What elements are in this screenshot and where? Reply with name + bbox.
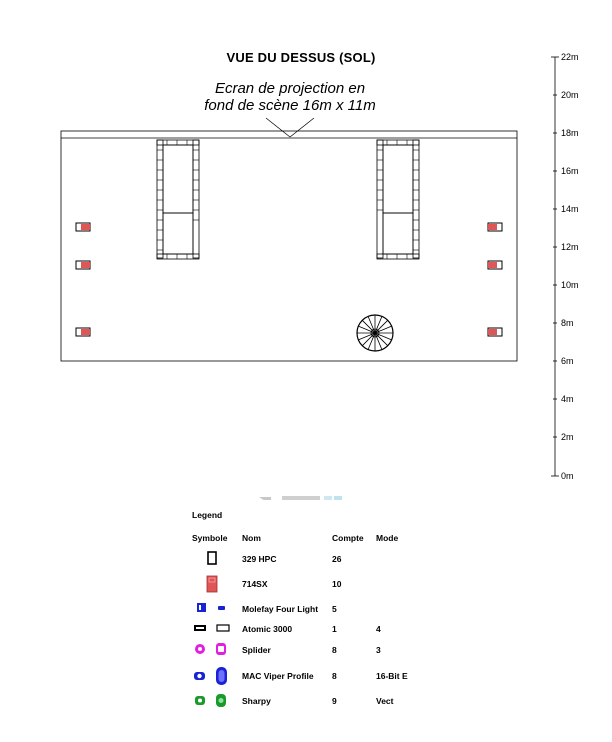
legend-item-name: Sharpy <box>242 696 271 706</box>
legend-item-name: Atomic 3000 <box>242 624 293 634</box>
legend-item-count: 1 <box>332 624 337 634</box>
screen-annotation: Ecran de projection en fond de scène 16m… <box>176 80 404 114</box>
side-fixture-left-3 <box>75 327 91 337</box>
scale-bar <box>551 56 559 477</box>
legend-item-name: 714SX <box>242 579 268 589</box>
scale-label: 18m <box>561 128 579 138</box>
annotation-leader-left <box>265 117 291 138</box>
legend-row: Splider 8 3 <box>192 643 452 665</box>
atomic-strobe-icon <box>194 624 230 632</box>
rect-outline-icon <box>207 551 217 565</box>
legend-item-count: 9 <box>332 696 337 706</box>
scale-label: 0m <box>561 471 574 481</box>
scale-label: 6m <box>561 356 574 366</box>
scale-label: 22m <box>561 52 579 62</box>
screen-annotation-line1: Ecran de projection en <box>214 80 366 97</box>
scale-label: 10m <box>561 280 579 290</box>
legend-header-count: Compte <box>332 533 364 543</box>
legend-item-mode: Vect <box>376 696 394 706</box>
legend-item-count: 10 <box>332 579 342 589</box>
mac-viper-icon <box>194 667 227 685</box>
side-fixture-left-1 <box>75 222 91 232</box>
red-fixture-icon <box>206 575 218 593</box>
scale-label: 14m <box>561 204 579 214</box>
legend-item-count: 26 <box>332 554 342 564</box>
legend-item-name: MAC Viper Profile <box>242 671 314 681</box>
scale-label: 4m <box>561 394 574 404</box>
legend-header-symbol: Symbole <box>192 533 228 543</box>
stage-plan <box>60 56 559 500</box>
legend-header-mode: Mode <box>376 533 399 543</box>
legend-item-count: 8 <box>332 645 337 655</box>
scale-label: 8m <box>561 318 574 328</box>
side-fixture-right-1 <box>487 222 503 232</box>
legend-title: Legend <box>192 510 223 520</box>
legend-item-count: 8 <box>332 671 337 681</box>
page-title: VUE DU DESSUS (SOL) <box>226 50 376 65</box>
legend-item-mode: 3 <box>376 645 381 655</box>
molefay-icon <box>197 603 225 612</box>
legend-row: Sharpy 9 Vect <box>192 694 452 716</box>
legend-item-name: Splider <box>242 645 271 655</box>
scale-label: 16m <box>561 166 579 176</box>
spiral-staircase <box>356 314 394 352</box>
side-fixture-right-3 <box>487 327 503 337</box>
screen-annotation-line2: fond de scène 16m x 11m <box>204 97 376 114</box>
legend-item-mode: 4 <box>376 624 381 634</box>
legend-row: MAC Viper Profile 8 16-Bit E <box>192 667 452 691</box>
truss-tower-right <box>376 139 420 260</box>
scale-label: 20m <box>561 90 579 100</box>
splider-icon <box>195 643 226 655</box>
legend-item-name: 329 HPC <box>242 554 277 564</box>
legend-item-count: 5 <box>332 604 337 614</box>
legend-row: 714SX 10 <box>192 575 452 599</box>
sharpy-icon <box>195 694 226 707</box>
side-fixture-left-2 <box>75 260 91 270</box>
legend-row: 329 HPC 26 <box>192 551 452 574</box>
legend-row: Atomic 3000 1 4 <box>192 624 452 644</box>
stage-outline <box>60 130 518 362</box>
faint-marks <box>259 496 342 500</box>
truss-tower-left <box>156 139 200 260</box>
legend-header-name: Nom <box>242 533 261 543</box>
scale-label: 2m <box>561 432 574 442</box>
scale-label: 12m <box>561 242 579 252</box>
annotation-leader-right <box>289 117 315 138</box>
legend-item-name: Molefay Four Light <box>242 604 319 614</box>
legend-row: Molefay Four Light 5 <box>192 603 452 624</box>
side-fixture-right-2 <box>487 260 503 270</box>
legend-item-mode: 16-Bit E <box>376 671 408 681</box>
